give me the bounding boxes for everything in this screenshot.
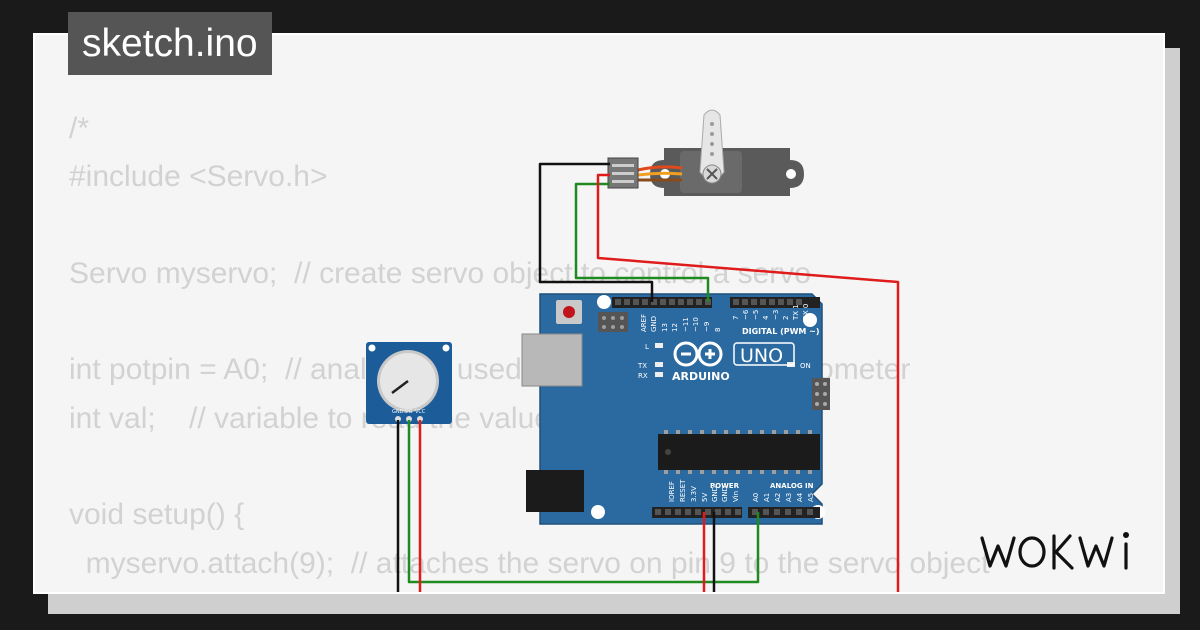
pin-label: ~3 bbox=[772, 310, 780, 320]
pot-pin-label: VCC bbox=[415, 409, 426, 415]
wokwi-logo-mark bbox=[980, 532, 1129, 570]
code-line: #include <Servo.h> bbox=[69, 160, 328, 194]
icsp2-header bbox=[812, 378, 830, 410]
code-line: void setup() { bbox=[69, 498, 245, 532]
pin-label: A0 bbox=[752, 493, 760, 502]
pin-label: A2 bbox=[774, 493, 782, 502]
wire-pot-signal bbox=[407, 420, 760, 584]
pin-label: AREF bbox=[640, 314, 648, 332]
wire-servo-vcc bbox=[596, 173, 900, 592]
icsp-header bbox=[598, 312, 628, 332]
pin-label: 3.3V bbox=[690, 486, 698, 502]
pin-label: ~11 bbox=[682, 317, 690, 332]
usb-port bbox=[521, 333, 583, 387]
mount-hole bbox=[803, 313, 817, 327]
led-on-label: ON bbox=[800, 362, 811, 370]
file-tab-title[interactable]: sketch.ino bbox=[68, 12, 272, 75]
pin-label: 4 bbox=[762, 315, 770, 320]
pin-label: A5 bbox=[807, 493, 815, 502]
pin-label: A3 bbox=[785, 493, 793, 502]
pin-label: RX 0 bbox=[802, 304, 810, 320]
arduino-brand-text: ARDUINO bbox=[672, 370, 730, 383]
wire-servo-signal bbox=[574, 182, 710, 302]
wire-servo-gnd bbox=[538, 162, 654, 302]
pot-pin-label: GND bbox=[392, 409, 404, 415]
mount-hole bbox=[591, 505, 605, 519]
pin-label: TX 1 bbox=[792, 304, 800, 321]
pin-label: Vin bbox=[732, 491, 740, 502]
pin-label: GND bbox=[650, 316, 658, 332]
board-model-text: UNO bbox=[740, 345, 783, 367]
pin-label: RESET bbox=[679, 479, 687, 502]
pin-label: ~10 bbox=[692, 317, 700, 332]
led-rx bbox=[655, 372, 663, 377]
pin-label: ~6 bbox=[742, 309, 750, 320]
mount-hole bbox=[597, 295, 611, 309]
pin-label: 7 bbox=[732, 316, 740, 320]
pin-label: ~5 bbox=[752, 310, 760, 320]
code-line: Servo myservo; // create servo object to… bbox=[69, 256, 811, 290]
led-tx-label: TX bbox=[637, 362, 647, 370]
pin-label: A4 bbox=[796, 492, 804, 502]
servo-motor[interactable] bbox=[607, 109, 804, 196]
analog-header-label: ANALOG IN bbox=[770, 482, 814, 490]
digital-header-label: DIGITAL (PWM ~) bbox=[742, 327, 820, 336]
pin-label: 2 bbox=[782, 316, 790, 320]
arduino-infinity-icon bbox=[673, 341, 723, 367]
pot-pin-label: SIG bbox=[404, 409, 413, 415]
pin-label: 13 bbox=[661, 323, 669, 332]
pin-label: A1 bbox=[763, 493, 771, 502]
code-line: /* bbox=[69, 112, 90, 145]
led-tx bbox=[655, 362, 663, 367]
pin-label: 12 bbox=[671, 323, 679, 332]
reset-button[interactable] bbox=[556, 300, 582, 324]
led-l-label: L bbox=[645, 343, 649, 351]
analog-header bbox=[748, 507, 820, 518]
power-header-label: POWER bbox=[710, 482, 740, 490]
code-line: myservo.attach(9); // attaches the servo… bbox=[69, 546, 990, 580]
arduino-uno-board[interactable]: AREF GND 13 12 ~11 ~10 ~9 8 7 ~6 ~5 4 ~3… bbox=[521, 293, 830, 525]
potentiometer[interactable]: GND SIG VCC bbox=[366, 342, 452, 424]
pin-label: 5V bbox=[701, 493, 709, 502]
pin-label: ~9 bbox=[703, 322, 711, 332]
pin-label: GND bbox=[711, 486, 719, 502]
led-rx-label: RX bbox=[638, 372, 648, 380]
power-jack bbox=[526, 470, 584, 512]
atmega-chip bbox=[658, 430, 820, 474]
pin-label: IOREF bbox=[668, 481, 676, 502]
pin-label: GND bbox=[721, 486, 729, 502]
pin-label: 8 bbox=[714, 328, 722, 332]
wokwi-logo[interactable] bbox=[978, 526, 1150, 581]
led-l bbox=[655, 343, 663, 348]
